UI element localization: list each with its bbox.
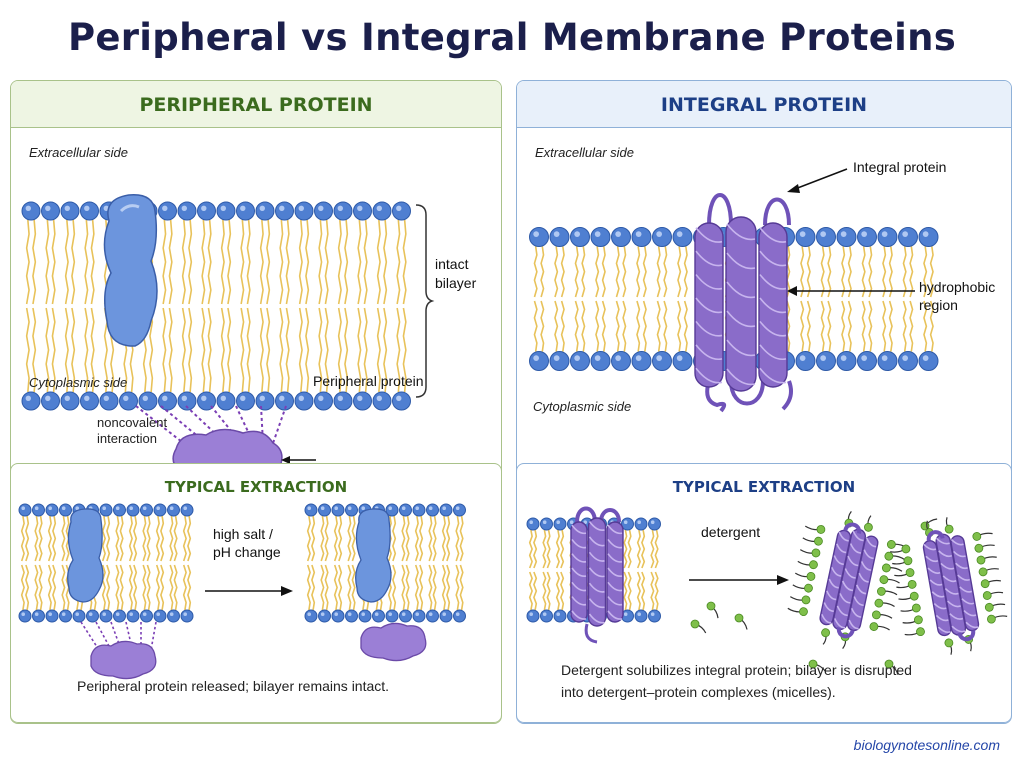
peripheral-protein-label: Peripheral protein — [313, 373, 424, 389]
intact-label-1: intact — [435, 256, 469, 272]
peripheral-condition-2: pH change — [213, 544, 281, 560]
integral-extraction-diagram — [526, 506, 1008, 675]
integral-extracellular-label: Extracellular side — [535, 145, 634, 160]
legend-label-2: interaction — [97, 431, 157, 446]
peripheral-cytoplasmic-label: Cytoplasmic side — [29, 375, 128, 390]
integral-cytoplasmic-label: Cytoplasmic side — [533, 399, 632, 414]
peripheral-embedded-protein — [103, 194, 158, 347]
hydrophobic-label-1: hydrophobic — [919, 279, 996, 295]
integral-caption-2: into detergent–protein complexes (micell… — [561, 684, 836, 700]
bilayer-bracket — [415, 204, 435, 398]
hydrophobic-label-2: region — [919, 297, 958, 313]
integral-extraction-panel: TYPICAL EXTRACTION detergent Detergent s… — [517, 463, 1011, 723]
legend-label-1: noncovalent — [97, 415, 168, 430]
integral-header: INTEGRAL PROTEIN — [517, 81, 1011, 128]
peripheral-caption: Peripheral protein released; bilayer rem… — [77, 678, 390, 694]
source-link[interactable]: biologynotesonline.com — [853, 737, 1000, 753]
peripheral-extracellular-label: Extracellular side — [29, 145, 128, 160]
peripheral-extraction-diagram — [18, 503, 466, 680]
integral-membrane-diagram — [529, 168, 939, 413]
peripheral-extraction-title: TYPICAL EXTRACTION — [164, 478, 348, 496]
peripheral-extraction-panel: TYPICAL EXTRACTION high salt / — [11, 463, 501, 723]
peripheral-panel: PERIPHERAL PROTEIN Extracellular side in… — [10, 80, 502, 724]
integral-caption-1: Detergent solubilizes integral protein; … — [561, 662, 912, 678]
peripheral-condition-1: high salt / — [213, 526, 273, 542]
page-title: Peripheral vs Integral Membrane Proteins — [67, 16, 957, 59]
peripheral-header: PERIPHERAL PROTEIN — [11, 81, 501, 128]
integral-panel: INTEGRAL PROTEIN Extracellular side Inte… — [516, 80, 1012, 724]
intact-label-2: bilayer — [435, 275, 477, 291]
integral-condition: detergent — [701, 524, 761, 540]
integral-protein-label: Integral protein — [853, 159, 947, 175]
integral-extraction-title: TYPICAL EXTRACTION — [672, 478, 856, 496]
